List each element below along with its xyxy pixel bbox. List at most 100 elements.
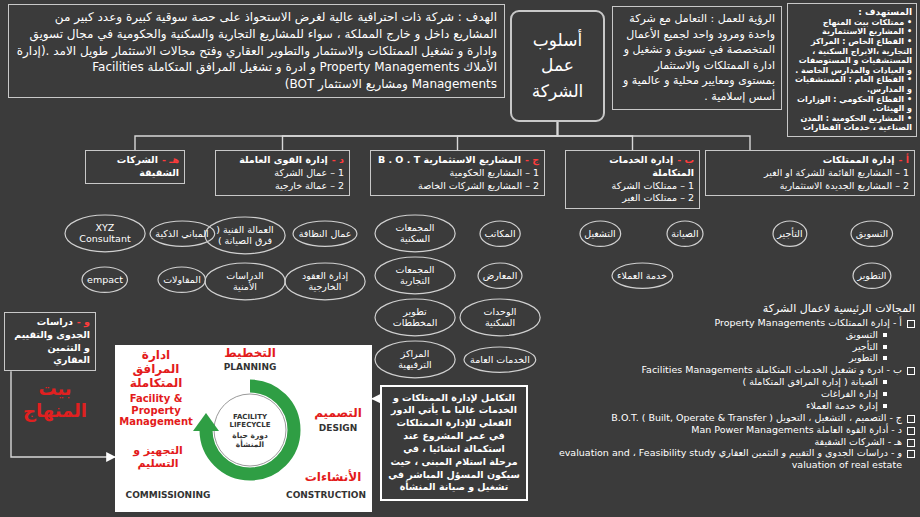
category-title: إدارة الممتلكات [823, 154, 895, 165]
list-bullet [907, 367, 915, 375]
connector [558, 122, 751, 150]
list-row: أ - إدارة الممتلكات Property Managements [530, 317, 915, 329]
list-bullet [907, 450, 915, 458]
box-text: CONSTRUCTION [281, 490, 371, 500]
box-text: 2 – ممتلكات الغير [571, 192, 694, 205]
category-heading: ب -إدارة الخدمات المتكاملة [571, 154, 694, 180]
box-text: الأنشاءات [295, 471, 371, 485]
list-item: إدارة الفراغات [821, 388, 878, 400]
service-ellipse: المجمعات السكنية [374, 214, 456, 253]
list-row: إدارة الفراغات [530, 388, 915, 400]
list-heading: المجالات الرئيسية لاعمال الشركة [530, 302, 915, 317]
list-item: أ - إدارة الممتلكات Property Managements [714, 317, 902, 329]
service-ellipse: المعارض [477, 262, 523, 289]
category-title: المشاريع الاستثمارية B . O . T [378, 154, 521, 165]
list-item: ج - التصميم ، التشغيل ، التحويل B.O.T. (… [611, 412, 902, 424]
box-text: أسلوب عمل الشركة [516, 28, 599, 105]
service-ellipse: خدمة العملاء [611, 262, 674, 289]
ellipse-text: المجمعات السكنية [385, 222, 445, 245]
vision-box: الرؤية للعمل : التعامل مع شركة واحدة ومر… [612, 6, 782, 110]
ellipse-text: المراكز الترفيهية [385, 348, 445, 371]
service-ellipse: التشغيل [579, 220, 622, 247]
service-ellipse: التأجير [772, 220, 808, 247]
category-heading: د -إدارة القوى العاملة [221, 154, 344, 167]
list-bullet [907, 320, 915, 328]
list-row: التأجير [530, 341, 915, 353]
category-box: و -دراسات الجدوى والتقييم و التثمين العق… [4, 312, 96, 371]
category-heading: و -دراسات الجدوى والتقييم و التثمين العق… [10, 316, 90, 367]
ellipse-text: المعارض [483, 270, 518, 281]
box-text: ادارة المرافق المتكاملة [118, 349, 194, 390]
connector [11, 371, 115, 457]
ellipse-shape [375, 341, 455, 378]
category-box: ج -المشاريع الاستثمارية B . O . T1 – الم… [370, 150, 545, 196]
box-text: 1 – عمال الشركة [221, 167, 344, 180]
ellipse-shape [612, 263, 673, 288]
box-text: 2 – المشاريع الشركات الخاصة [376, 180, 539, 193]
list-item: إدارة خدمة العملاء [806, 400, 878, 412]
box-text: • القطاع العام : المستشفيات و المدارس. [792, 75, 912, 94]
connector [558, 122, 633, 150]
list-item: التأجير [853, 341, 878, 353]
box-text: التخطيط [210, 347, 290, 361]
list-bullet [883, 333, 887, 337]
list-row: إدارة خدمة العملاء [530, 400, 915, 412]
service-ellipse: empact [81, 266, 128, 293]
ellipse-text: الصيانة [671, 228, 698, 239]
category-letter: ج - [525, 154, 539, 165]
list-item: التطوير [849, 352, 878, 364]
ellipse-text: عمال النظافة [299, 228, 352, 239]
category-box: أ -إدارة الممتلكات1 – المشاريع القائمة ل… [705, 150, 915, 196]
illustration-panel [115, 345, 372, 512]
service-ellipse: الصيانة [666, 220, 704, 247]
category-letter: د - [332, 154, 344, 165]
box-text: • المشاريع الاستثمارية [792, 27, 912, 37]
ellipse-shape [480, 221, 520, 246]
service-ellipse: المباني الذكية [149, 220, 216, 247]
category-box: هـ -الشركات الشقيقة [85, 150, 185, 184]
list-item: ب - ادرة و تشغيل الخدمات المتكاملة Facil… [641, 364, 902, 376]
callout-box: التكامل لإدارة الممتلكات و الخدمات غالبا… [380, 385, 528, 502]
list-bullet [883, 392, 887, 396]
service-ellipse: الدراسات الأمنية [204, 262, 286, 301]
ellipse-shape [464, 347, 536, 372]
service-ellipse: التسويق [850, 220, 894, 247]
ellipse-text: خدمة العملاء [617, 270, 667, 281]
service-ellipse: العمالة الفنية ( فرق الصيانة ) [204, 216, 286, 255]
ellipse-text: التأجير [777, 228, 802, 239]
category-letter: و - [77, 316, 90, 327]
ellipse-shape [285, 263, 365, 300]
ellipse-text: المجمعات التجارية [385, 264, 445, 287]
ellipse-text: التطوير [857, 270, 886, 281]
goal-box: الهدف : شركة ذات احترافية عالية لغرض الا… [8, 4, 505, 98]
box-text: • ممتلكات بيت المنهاج [792, 18, 912, 28]
company-label: بيت المنهاج [18, 378, 92, 421]
ellipse-shape [375, 257, 455, 294]
ellipse-shape [150, 221, 215, 246]
box-text: دورة حياة المنشأة [220, 432, 280, 449]
box-text: FACILITY LIFECYCLE [225, 413, 275, 429]
connector [372, 398, 380, 399]
box-text: DESIGN [305, 423, 371, 433]
ellipse-text: الوحدات السكنية [470, 306, 530, 329]
category-letter: ب - [677, 154, 694, 165]
list-row: التسويق [530, 329, 915, 341]
list-row: ج - التصميم ، التشغيل ، التحويل B.O.T. (… [530, 412, 915, 424]
lifecycle-core [214, 394, 286, 466]
list-bullet [883, 345, 887, 349]
ellipse-shape [580, 221, 621, 246]
service-ellipse: المراكز الترفيهية [374, 340, 456, 379]
box-text: 2 – عمالة خارجية [221, 180, 344, 193]
box-text: الهدف : شركة ذات احترافية عالية لغرض الا… [16, 9, 497, 93]
service-ellipse: المكاتب [479, 220, 521, 247]
service-ellipse: عمال النظافة [292, 220, 358, 247]
list-row: ب - ادرة و تشغيل الخدمات المتكاملة Facil… [530, 364, 915, 376]
box-text: 1 – المشاريع القائمة للشركة او الغير [711, 167, 909, 180]
box-text: المستهدف : [792, 7, 912, 18]
box-text: • القطاع الخاص : المراكز التجارية ،الابر… [792, 37, 912, 75]
ellipse-text: الدراسات الأمنية [215, 270, 275, 293]
box-text: COMMISSIONING [118, 490, 218, 500]
box-text: PLANNING [220, 362, 280, 372]
ellipse-shape [158, 267, 205, 292]
list-bullet [907, 415, 915, 423]
